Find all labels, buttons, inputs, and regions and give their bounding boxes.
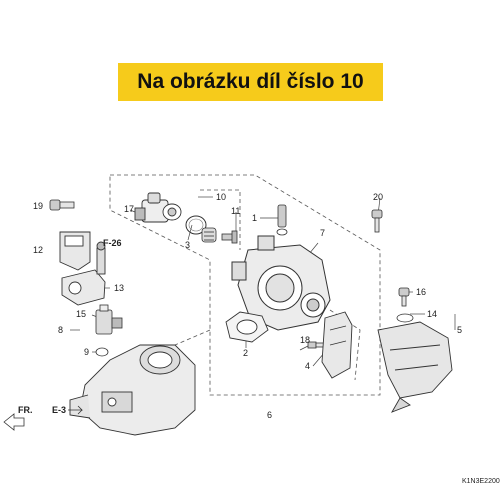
part-5-cover [377,321,453,413]
part-7-throttle-body [231,235,331,331]
callout-11: 11 [231,206,240,216]
part-2-gasket [225,311,269,343]
callout-13: 13 [114,283,124,293]
part-3-o-ring [185,215,207,235]
callout-10: 10 [216,192,226,202]
callout-3: 3 [185,240,190,250]
part-1-screw [276,204,288,236]
part-19-bolt [49,199,75,211]
callout-7: 7 [320,228,325,238]
group-frame-6 [109,174,381,396]
callout-4: 4 [305,361,310,371]
callout-9: 9 [84,347,89,357]
group-frame-4 [329,309,361,381]
intake-manifold [69,344,196,436]
ref-e3: E-3 [52,405,66,415]
part-16-bolt [398,287,410,307]
callout-15: 15 [76,309,86,319]
callout-6: 6 [267,410,272,420]
callout-18: 18 [300,335,310,345]
part-14-washer [396,313,414,323]
callout-2: 2 [243,348,248,358]
callout-20: 20 [373,192,383,202]
callout-12: 12 [33,245,43,255]
front-direction-arrow-icon [3,413,25,431]
direction-label: FR. [18,405,33,415]
callout-8: 8 [58,325,63,335]
diagram-code: K1N3E2200 [462,478,500,485]
part-15-sensor [95,304,123,335]
banner-title: Na obrázku díl číslo 10 [118,63,383,101]
part-20-bolt [371,209,383,233]
part-13-connector [61,241,106,306]
ref-e3-arrow [68,405,83,415]
part-17-sensor [134,192,182,223]
part-4-bracket [321,311,353,379]
ref-f26: F-26 [103,238,122,248]
callout-19: 19 [33,201,43,211]
part-11-spring [201,227,238,244]
callout-14: 14 [427,309,437,319]
part-9-washer [95,347,109,357]
group-frame-10 [200,189,241,250]
callout-5: 5 [457,325,462,335]
callout-16: 16 [416,287,426,297]
part-12-bracket [59,231,91,271]
callout-1: 1 [252,213,257,223]
callout-17: 17 [124,204,134,214]
